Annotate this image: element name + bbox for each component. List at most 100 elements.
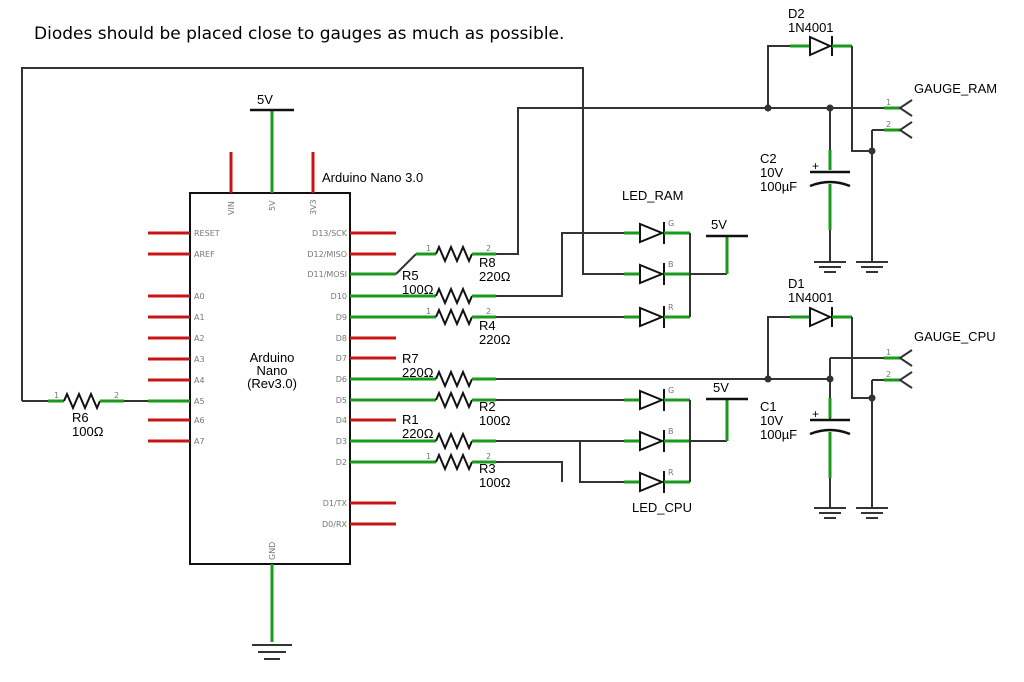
diode-d2 xyxy=(767,35,872,152)
capacitor-c1: + xyxy=(809,358,851,508)
pin-a0-label: A0 xyxy=(194,292,205,301)
c1-value: 100µF xyxy=(760,427,797,442)
r6-name: R6 xyxy=(72,410,89,425)
gauge-cpu-pin2-num: 2 xyxy=(886,370,891,379)
resistor-r1 xyxy=(396,431,496,451)
led-ram-pin-r: R xyxy=(668,303,674,312)
pin-d7-label: D7 xyxy=(336,354,347,363)
led-cpu-pin-b: B xyxy=(668,427,674,436)
pin-a5-label: A5 xyxy=(194,397,205,406)
c2-name: C2 xyxy=(760,151,777,166)
arduino-title: Arduino Nano 3.0 xyxy=(322,170,423,185)
r5-name: R5 xyxy=(402,268,419,283)
r4-pin2-num: 2 xyxy=(486,307,491,316)
ground-symbol-c2 xyxy=(814,261,846,273)
wire-r5-to-led-ram-g xyxy=(496,232,624,297)
arduino-body-name: Arduino xyxy=(250,350,295,365)
r7-value: 220Ω xyxy=(402,365,434,380)
junction-gauge-cpu-2 xyxy=(868,394,876,402)
resistor-r3 xyxy=(396,452,496,472)
pin-d11-label: D11/MOSI xyxy=(307,270,347,279)
capacitor-c2: + xyxy=(809,108,851,262)
r4-pin1-num: 1 xyxy=(426,307,431,316)
r1-name: R1 xyxy=(402,412,419,427)
d1-part: 1N4001 xyxy=(788,290,834,305)
led-cpu-5v-label: 5V xyxy=(713,380,729,395)
d2-part: 1N4001 xyxy=(788,20,834,35)
pin-d3-label: D3 xyxy=(336,437,347,446)
pin-d13-label: D13/SCK xyxy=(312,229,348,238)
d1-name: D1 xyxy=(788,276,805,291)
r1-value: 220Ω xyxy=(402,426,434,441)
pin-3v3-label: 3V3 xyxy=(309,199,318,215)
r8-pin2-num: 2 xyxy=(486,244,491,253)
resistor-r8 xyxy=(416,244,496,264)
r6-pin2-num: 2 xyxy=(114,391,119,400)
led-ram-label: LED_RAM xyxy=(622,188,683,203)
right-pin-lines xyxy=(350,231,396,526)
resistor-r5 xyxy=(396,286,496,306)
r8-pin1-num: 1 xyxy=(426,244,431,253)
gauge-ram-pin1-num: 1 xyxy=(886,98,891,107)
r2-value: 100Ω xyxy=(479,413,511,428)
gauge-ram-arrow1 xyxy=(898,99,913,117)
resistor-r6 xyxy=(48,391,124,411)
pin-a7-label: A7 xyxy=(194,437,205,446)
d2-name: D2 xyxy=(788,6,805,21)
pin-d4-label: D4 xyxy=(336,416,347,425)
r8-value: 220Ω xyxy=(479,269,511,284)
pin-d8-label: D8 xyxy=(336,334,347,343)
arduino-body-name2: Nano xyxy=(256,363,287,378)
led-cpu-pin-r: R xyxy=(668,468,674,477)
left-pin-lines xyxy=(148,231,190,443)
wire-d11-to-r8 xyxy=(395,253,417,275)
pin-5v-label: 5V xyxy=(268,200,277,211)
r3-name: R3 xyxy=(479,461,496,476)
arduino-body-rev: (Rev3.0) xyxy=(247,376,297,391)
resistor-r2 xyxy=(396,390,496,410)
gauge-cpu-arrow1 xyxy=(898,349,913,367)
pin-a1-label: A1 xyxy=(194,313,205,322)
pin-a6-label: A6 xyxy=(194,416,205,425)
pin-d5-label: D5 xyxy=(336,396,347,405)
r7-name: R7 xyxy=(402,351,419,366)
r5-value: 100Ω xyxy=(402,282,434,297)
gauge-cpu-pin1-num: 1 xyxy=(886,348,891,357)
r6-pin1-num: 1 xyxy=(54,391,59,400)
resistor-r4 xyxy=(396,307,496,327)
led-ram-5v-label: 5V xyxy=(711,217,727,232)
svg-text:+: + xyxy=(812,407,819,421)
diode-d1 xyxy=(767,306,872,399)
pin-gnd-label: GND xyxy=(268,542,277,560)
gauge-ram-pin2-num: 2 xyxy=(886,120,891,129)
pin-d1-label: D1/TX xyxy=(323,499,348,508)
c1-voltage: 10V xyxy=(760,413,783,428)
r3-pin1-num: 1 xyxy=(426,452,431,461)
pin-aref-label: AREF xyxy=(194,250,215,259)
wire-r1-to-led-cpu-r xyxy=(496,440,624,483)
r3-value: 100Ω xyxy=(479,475,511,490)
ground-symbol-arduino xyxy=(252,644,292,660)
junction-gauge-ram-2 xyxy=(868,147,876,155)
pin-d6-label: D6 xyxy=(336,375,347,384)
r3-pin2-num: 2 xyxy=(486,452,491,461)
led-ram xyxy=(624,222,727,328)
pin-a4-label: A4 xyxy=(194,376,205,385)
wire-a5-to-led-ram-b xyxy=(21,67,624,401)
junction-c2 xyxy=(826,104,834,112)
resistor-r7 xyxy=(396,369,496,389)
r2-name: R2 xyxy=(479,399,496,414)
led-cpu xyxy=(624,389,727,493)
c1-name: C1 xyxy=(760,399,777,414)
design-note: Diodes should be placed close to gauges … xyxy=(34,24,564,44)
pin-a3-label: A3 xyxy=(194,355,205,364)
gauge-ram-arrow2 xyxy=(898,121,913,139)
main-5v-label: 5V xyxy=(257,92,273,107)
led-cpu-pin-g: G xyxy=(668,386,674,395)
led-cpu-label: LED_CPU xyxy=(632,500,692,515)
pin-vin-label: VIN xyxy=(227,201,236,215)
r4-value: 220Ω xyxy=(479,332,511,347)
junction-gauge-cpu-1 xyxy=(764,375,772,383)
